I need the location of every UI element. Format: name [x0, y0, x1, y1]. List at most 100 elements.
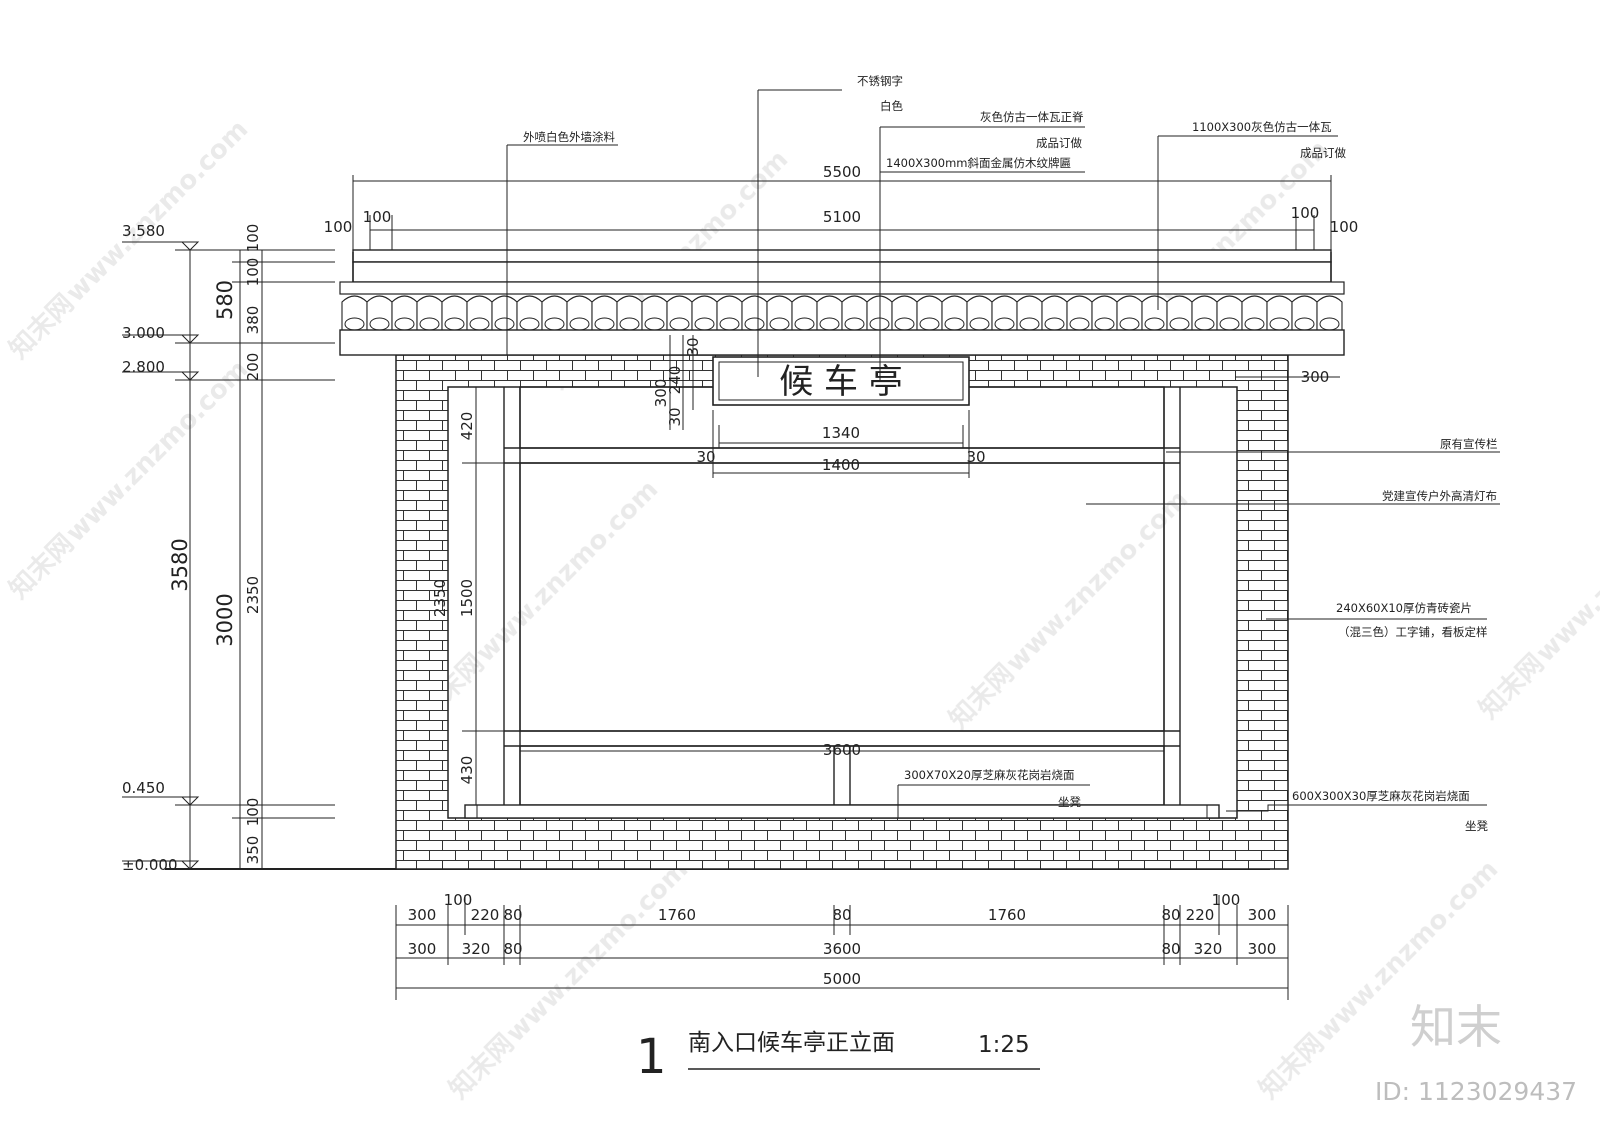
- svg-text:380: 380: [244, 306, 262, 335]
- svg-text:5500: 5500: [823, 163, 861, 181]
- brand-watermark: 知末 ID: 1123029437: [1375, 1000, 1577, 1106]
- svg-text:1760: 1760: [988, 906, 1026, 924]
- panel-dim-text: 420 1500 430 2350 3600 300: [431, 368, 1329, 784]
- stone-sill: [464, 804, 1220, 819]
- svg-text:100: 100: [1212, 891, 1241, 909]
- roof-tile: [441, 295, 468, 330]
- svg-text:2350: 2350: [431, 579, 449, 617]
- svg-text:100: 100: [244, 258, 262, 287]
- roof-tile: [666, 295, 693, 330]
- svg-text:党建宣传户外高清灯布: 党建宣传户外高清灯布: [1382, 489, 1497, 503]
- svg-text:100: 100: [244, 224, 262, 253]
- svg-text:www.znzmo.com: www.znzmo.com: [60, 354, 254, 548]
- callouts: 外喷白色外墙涂料 不锈钢字 白色 灰色仿古一体瓦正脊 成品订做 1400X300…: [523, 74, 1498, 833]
- svg-text:www.znzmo.com: www.znzmo.com: [500, 854, 694, 1048]
- svg-text:300: 300: [408, 906, 437, 924]
- roof-tile: [491, 295, 518, 330]
- scale-text: 1:25: [978, 1032, 1030, 1058]
- roof-tile: [941, 295, 968, 330]
- roof-tile: [741, 295, 768, 330]
- svg-text:80: 80: [1161, 906, 1180, 924]
- top-dim-text: 5500 5100 100 100 100 100: [324, 163, 1359, 236]
- svg-text:3000: 3000: [213, 593, 237, 646]
- roof-tile: [1316, 295, 1343, 330]
- svg-text:30: 30: [966, 448, 985, 466]
- roof-tile: [391, 295, 418, 330]
- roof-tile: [791, 295, 818, 330]
- svg-text:不锈钢字: 不锈钢字: [857, 74, 903, 88]
- svg-text:www.znzmo.com: www.znzmo.com: [1000, 484, 1194, 678]
- svg-text:3600: 3600: [823, 741, 861, 759]
- leader-lines: [506, 89, 1500, 818]
- svg-text:0.450: 0.450: [122, 779, 165, 797]
- svg-text:3600: 3600: [823, 940, 861, 958]
- roof-tile: [991, 295, 1018, 330]
- svg-text:坐凳: 坐凳: [1465, 819, 1488, 833]
- roof-tile: [1266, 295, 1293, 330]
- svg-text:350: 350: [244, 836, 262, 865]
- roof-tile: [841, 295, 868, 330]
- svg-text:（混三色）工字铺，看板定样: （混三色）工字铺，看板定样: [1338, 625, 1488, 639]
- svg-text:www.znzmo.com: www.znzmo.com: [60, 114, 254, 308]
- svg-text:±0.000: ±0.000: [122, 856, 178, 874]
- top-dimensions: [352, 175, 1332, 250]
- board-frame: [503, 386, 1181, 806]
- svg-text:坐凳: 坐凳: [1058, 795, 1081, 809]
- title-text: 南入口候车亭正立面: [688, 1030, 895, 1056]
- svg-text:430: 430: [458, 756, 476, 785]
- roof-tile: [1116, 295, 1143, 330]
- svg-text:知末网: 知末网: [1474, 649, 1550, 725]
- svg-text:30: 30: [684, 337, 702, 356]
- svg-text:300: 300: [408, 940, 437, 958]
- svg-text:100: 100: [444, 891, 473, 909]
- roof-tile: [1241, 295, 1268, 330]
- svg-text:100: 100: [363, 208, 392, 226]
- roof-tile: [566, 295, 593, 330]
- plaque-dim-text: 1340 1400 30 30 300 240 30 30: [652, 337, 986, 474]
- bottom-dimensions: [395, 895, 1289, 1000]
- drawing-title: 1 南入口候车亭正立面 1:25: [636, 1029, 1040, 1085]
- svg-text:300: 300: [1301, 368, 1330, 386]
- roof-tile: [541, 295, 568, 330]
- svg-text:知末网: 知末网: [944, 659, 1020, 735]
- svg-text:白色: 白色: [880, 99, 903, 113]
- roof-tile: [1191, 295, 1218, 330]
- svg-text:30: 30: [666, 407, 684, 426]
- svg-text:300: 300: [652, 379, 670, 408]
- svg-text:1400X300mm斜面金属仿木纹牌匾: 1400X300mm斜面金属仿木纹牌匾: [886, 156, 1071, 170]
- svg-text:240: 240: [666, 366, 684, 395]
- watermark-text: 知末网: [4, 289, 80, 365]
- svg-text:知末网: 知末网: [1254, 1029, 1330, 1105]
- svg-text:320: 320: [1194, 940, 1223, 958]
- svg-text:1500: 1500: [458, 579, 476, 617]
- svg-text:100: 100: [1291, 204, 1320, 222]
- svg-text:外喷白色外墙涂料: 外喷白色外墙涂料: [523, 130, 615, 144]
- roof-tile: [691, 295, 718, 330]
- roof-tile: [816, 295, 843, 330]
- svg-text:30: 30: [696, 448, 715, 466]
- roof-tile: [516, 295, 543, 330]
- svg-text:2.800: 2.800: [122, 358, 165, 376]
- roof-tile: [891, 295, 918, 330]
- svg-text:1400: 1400: [822, 456, 860, 474]
- roof-tile: [416, 295, 443, 330]
- roof-tile: [1041, 295, 1068, 330]
- roof-tile: [1291, 295, 1318, 330]
- left-dimensions: [122, 241, 335, 870]
- svg-text:2350: 2350: [244, 576, 262, 614]
- svg-text:600X300X30厚芝麻灰花岗岩烧面: 600X300X30厚芝麻灰花岗岩烧面: [1292, 789, 1470, 803]
- svg-text:80: 80: [832, 906, 851, 924]
- svg-text:5100: 5100: [823, 208, 861, 226]
- roof-tile: [966, 295, 993, 330]
- roof-tile: [1016, 295, 1043, 330]
- svg-text:580: 580: [213, 280, 237, 320]
- roof-tile: [1091, 295, 1118, 330]
- panel-dimensions: [462, 376, 1340, 805]
- roof-tile: [616, 295, 643, 330]
- image-id: ID: 1123029437: [1375, 1077, 1577, 1106]
- svg-text:5000: 5000: [823, 970, 861, 988]
- svg-text:300X70X20厚芝麻灰花岗岩烧面: 300X70X20厚芝麻灰花岗岩烧面: [904, 768, 1074, 782]
- svg-text:100: 100: [324, 218, 353, 236]
- svg-text:www.znzmo.com: www.znzmo.com: [470, 474, 664, 668]
